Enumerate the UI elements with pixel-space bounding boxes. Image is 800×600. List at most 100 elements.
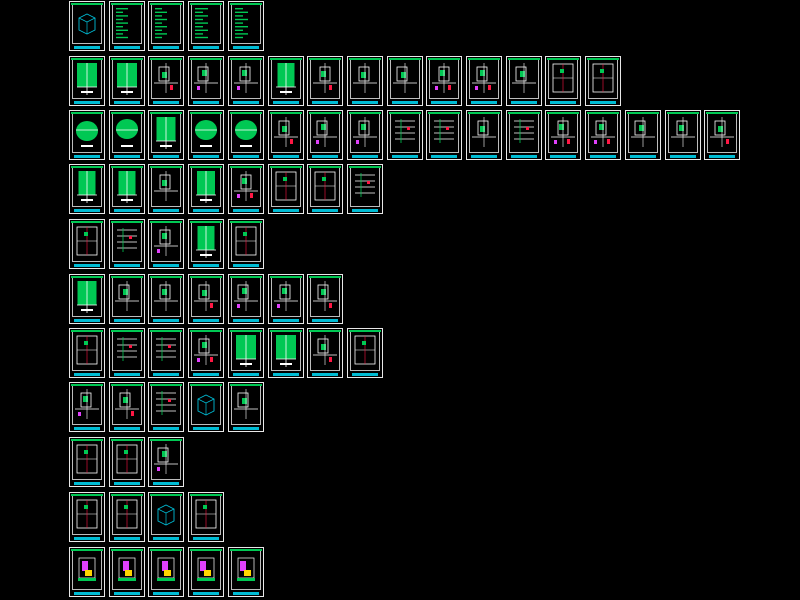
- drawing-sheet[interactable]: [347, 164, 383, 214]
- drawing-sheet[interactable]: [228, 110, 264, 160]
- drawing-sheet[interactable]: [148, 164, 184, 214]
- drawing-sheet[interactable]: [69, 492, 105, 542]
- drawing-sheet[interactable]: [665, 110, 701, 160]
- drawing-sheet[interactable]: [307, 274, 343, 324]
- drawing-sheet[interactable]: [228, 219, 264, 269]
- sheet-header-band: [71, 221, 103, 223]
- title-block: [114, 482, 140, 485]
- title-block: [74, 592, 100, 595]
- drawing-sheet[interactable]: [268, 274, 304, 324]
- sheet-drawing: [434, 119, 454, 143]
- drawing-sheet[interactable]: [545, 110, 581, 160]
- drawing-sheet[interactable]: [307, 328, 343, 378]
- drawing-sheet[interactable]: [148, 492, 184, 542]
- title-block: [153, 537, 179, 540]
- drawing-sheet[interactable]: [268, 328, 304, 378]
- drawing-sheet[interactable]: [69, 1, 105, 51]
- drawing-sheet[interactable]: [188, 110, 224, 160]
- drawing-sheet[interactable]: [188, 328, 224, 378]
- drawing-sheet[interactable]: [506, 56, 542, 106]
- drawing-sheet[interactable]: [148, 110, 184, 160]
- title-block: [193, 264, 219, 267]
- drawing-sheet[interactable]: [148, 219, 184, 269]
- drawing-sheet[interactable]: [188, 547, 224, 597]
- drawing-sheet[interactable]: [69, 164, 105, 214]
- drawing-sheet[interactable]: [585, 56, 621, 106]
- drawing-sheet[interactable]: [109, 164, 145, 214]
- drawing-sheet[interactable]: [109, 492, 145, 542]
- drawing-sheet[interactable]: [188, 274, 224, 324]
- drawing-sheet[interactable]: [188, 1, 224, 51]
- drawing-sheet[interactable]: [268, 56, 304, 106]
- sheet-drawing: [234, 281, 258, 311]
- drawing-sheet[interactable]: [69, 382, 105, 432]
- drawing-sheet[interactable]: [148, 274, 184, 324]
- drawing-sheet[interactable]: [347, 56, 383, 106]
- drawing-sheet[interactable]: [466, 110, 502, 160]
- drawing-sheet[interactable]: [307, 164, 343, 214]
- drawing-sheet[interactable]: [109, 274, 145, 324]
- drawing-sheet[interactable]: [228, 547, 264, 597]
- drawing-sheet[interactable]: [228, 1, 264, 51]
- drawing-sheet[interactable]: [506, 110, 542, 160]
- drawing-sheet[interactable]: [347, 328, 383, 378]
- sheet-drawing: [235, 8, 248, 39]
- drawing-sheet[interactable]: [228, 164, 264, 214]
- drawing-sheet[interactable]: [109, 1, 145, 51]
- drawing-sheet[interactable]: [69, 328, 105, 378]
- drawing-sheet[interactable]: [148, 328, 184, 378]
- title-block: [312, 319, 338, 322]
- drawing-sheet[interactable]: [268, 164, 304, 214]
- drawing-sheet[interactable]: [109, 110, 145, 160]
- drawing-sheet[interactable]: [347, 110, 383, 160]
- drawing-sheet[interactable]: [307, 110, 343, 160]
- drawing-sheet[interactable]: [307, 56, 343, 106]
- drawing-sheet[interactable]: [109, 328, 145, 378]
- drawing-sheet[interactable]: [228, 328, 264, 378]
- sheet-drawing: [472, 117, 496, 147]
- drawing-sheet[interactable]: [426, 110, 462, 160]
- drawing-sheet[interactable]: [268, 110, 304, 160]
- drawing-sheet[interactable]: [188, 219, 224, 269]
- drawing-sheet[interactable]: [188, 492, 224, 542]
- drawing-sheet[interactable]: [426, 56, 462, 106]
- drawing-sheet[interactable]: [69, 110, 105, 160]
- title-block: [273, 155, 299, 158]
- drawing-sheet[interactable]: [704, 110, 740, 160]
- drawing-sheet[interactable]: [109, 547, 145, 597]
- drawing-sheet[interactable]: [188, 164, 224, 214]
- drawing-sheet[interactable]: [188, 382, 224, 432]
- drawing-sheet[interactable]: [109, 56, 145, 106]
- drawing-sheet[interactable]: [387, 110, 423, 160]
- sheet-drawing: [117, 171, 137, 203]
- drawing-sheet[interactable]: [69, 219, 105, 269]
- drawing-sheet[interactable]: [148, 382, 184, 432]
- drawing-sheet[interactable]: [625, 110, 661, 160]
- drawing-sheet[interactable]: [228, 382, 264, 432]
- title-block: [114, 427, 140, 430]
- drawing-sheet[interactable]: [387, 56, 423, 106]
- drawing-sheet[interactable]: [109, 382, 145, 432]
- drawing-sheet[interactable]: [228, 274, 264, 324]
- title-block: [193, 592, 219, 595]
- drawing-sheet[interactable]: [228, 56, 264, 106]
- title-block: [153, 101, 179, 104]
- drawing-sheet[interactable]: [148, 56, 184, 106]
- sheet-header-band: [150, 3, 182, 5]
- drawing-sheet[interactable]: [109, 437, 145, 487]
- drawing-sheet[interactable]: [69, 274, 105, 324]
- sheet-drawing: [154, 444, 178, 474]
- drawing-sheet[interactable]: [585, 110, 621, 160]
- drawing-sheet[interactable]: [148, 547, 184, 597]
- sheet-drawing: [313, 281, 337, 311]
- drawing-sheet[interactable]: [188, 56, 224, 106]
- drawing-sheet[interactable]: [109, 219, 145, 269]
- drawing-sheet[interactable]: [69, 437, 105, 487]
- drawing-sheet[interactable]: [69, 56, 105, 106]
- drawing-sheet[interactable]: [545, 56, 581, 106]
- drawing-sheet[interactable]: [69, 547, 105, 597]
- title-block: [74, 101, 100, 104]
- drawing-sheet[interactable]: [148, 1, 184, 51]
- drawing-sheet[interactable]: [466, 56, 502, 106]
- drawing-sheet[interactable]: [148, 437, 184, 487]
